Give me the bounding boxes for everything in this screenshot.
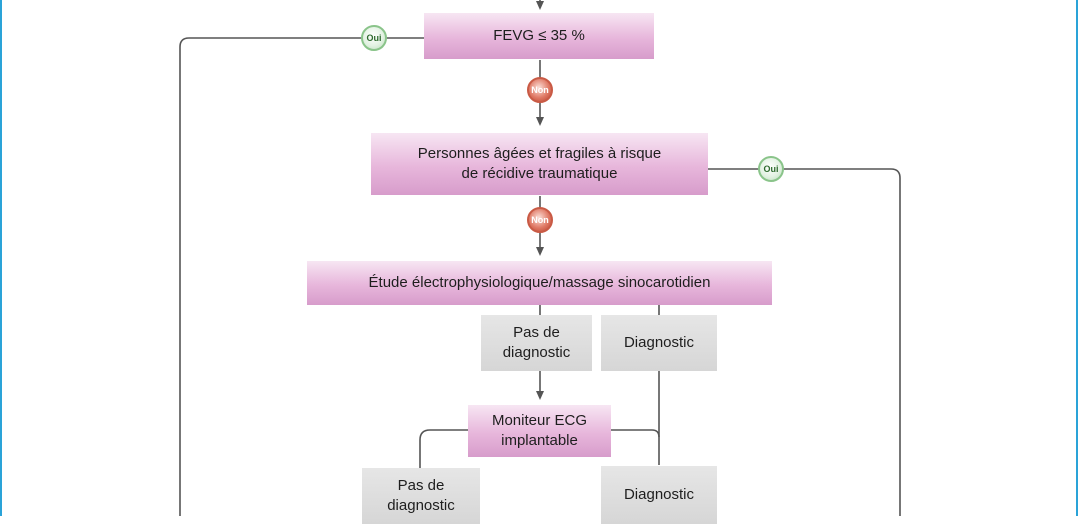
diagnosis-box-1: Diagnostic [601,315,717,371]
oui-badge-1: Oui [361,25,387,51]
line-elderly-oui-branch [708,168,901,516]
fevg-box: FEVG ≤ 35 % [424,13,654,59]
elderly-risk-box: Personnes âgées et fragiles à risque de … [371,133,708,195]
line-ecg-left-branch [419,429,468,468]
non-badge-2: Non [527,207,553,233]
line-fevg-oui-branch [179,37,424,516]
no-diagnosis-box-2: Pas de diagnostic [362,468,480,524]
ecg-monitor-box: Moniteur ECG implantable [468,405,611,457]
non-badge-1: Non [527,77,553,103]
ep-study-box: Étude électrophysiologique/massage sinoc… [307,261,772,305]
line-ep-to-results [539,305,660,315]
oui-badge-2: Oui [758,156,784,182]
line-ecg-right-branch [611,429,660,438]
diagnosis-box-2: Diagnostic [601,466,717,524]
no-diagnosis-box-1: Pas de diagnostic [481,315,592,371]
